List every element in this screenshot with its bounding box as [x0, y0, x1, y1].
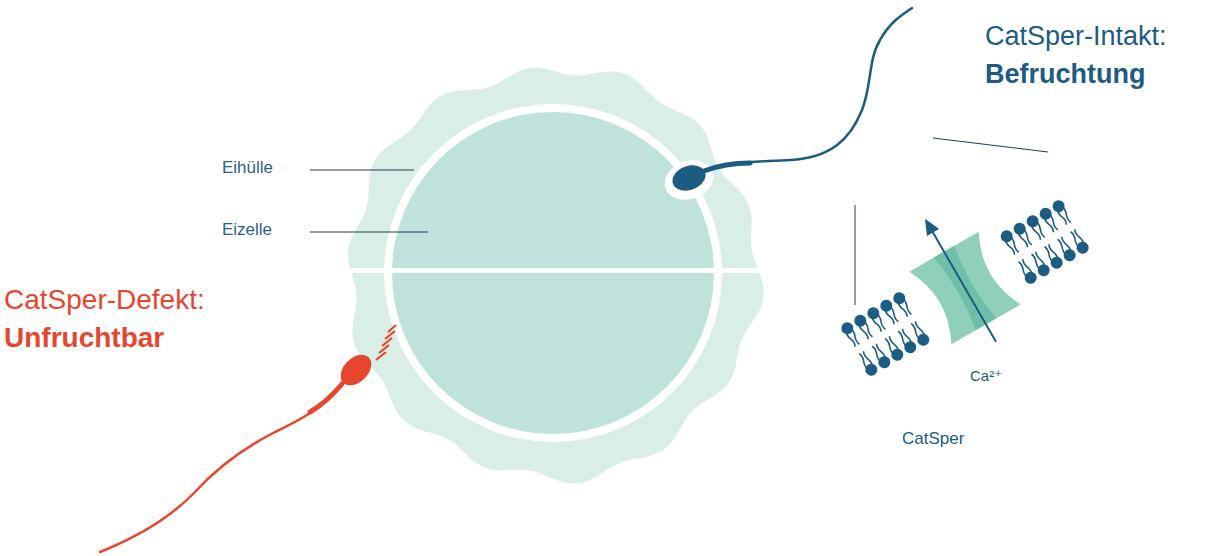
- channel-label: CatSper: [902, 430, 964, 449]
- status-label: CatSper-Defekt:: [4, 285, 205, 316]
- sperm-head: [335, 349, 377, 391]
- lipid-head: [902, 339, 918, 355]
- arrow-head: [919, 215, 939, 236]
- lipid: [891, 290, 914, 319]
- lipid: [1067, 227, 1090, 256]
- lipid-head: [891, 290, 907, 306]
- catsper-channel: [814, 155, 1107, 406]
- part-label: Eihülle: [222, 159, 273, 178]
- lipid-head: [1035, 262, 1051, 278]
- part-label: Eizelle: [222, 221, 272, 240]
- sperm-intact: [659, 8, 912, 206]
- sperm-midpiece: [704, 163, 750, 171]
- blocked-hatch: [376, 325, 396, 360]
- lipid-head: [1074, 240, 1090, 256]
- lipid-head: [1022, 270, 1038, 286]
- lipid-head: [915, 332, 931, 348]
- lipid-head: [878, 298, 894, 314]
- leader-line: [310, 232, 428, 233]
- sperm-midpiece: [310, 384, 342, 412]
- egg-corona: [348, 68, 764, 484]
- lipid-head: [1050, 198, 1066, 214]
- lipid-head: [863, 362, 879, 378]
- lipid-head: [865, 305, 881, 321]
- lipid: [1050, 198, 1073, 227]
- lipid-head: [852, 313, 868, 329]
- lipid-head: [839, 320, 855, 336]
- ion-label: Ca²⁺: [970, 368, 1002, 385]
- status-label: Befruchtung: [985, 60, 1145, 90]
- membrane: [839, 198, 1091, 378]
- lipid-head: [1061, 247, 1077, 263]
- lipid: [908, 319, 931, 348]
- egg-cell: [300, 68, 800, 484]
- status-label: CatSper-Intakt:: [985, 22, 1167, 52]
- leader-line: [310, 170, 414, 171]
- ion-arrow: [932, 231, 996, 342]
- sperm-tail: [100, 384, 342, 552]
- lipid-head: [1048, 255, 1064, 271]
- egg-split: [300, 268, 800, 273]
- sperm-head: [669, 161, 709, 195]
- sperm-defect: [100, 325, 396, 552]
- lipid-head: [1024, 213, 1040, 229]
- lipid-head: [1011, 221, 1027, 237]
- lipid-head: [889, 347, 905, 363]
- lipid-head: [998, 228, 1014, 244]
- zoom-line: [855, 205, 856, 305]
- zoom-line: [933, 138, 1048, 152]
- lipid-head: [1037, 206, 1053, 222]
- channel-protein: [909, 232, 1020, 345]
- sperm-halo: [659, 154, 719, 207]
- lipid-head: [876, 354, 892, 370]
- sperm-tail: [704, 8, 912, 171]
- status-label: Unfruchtbar: [4, 323, 164, 354]
